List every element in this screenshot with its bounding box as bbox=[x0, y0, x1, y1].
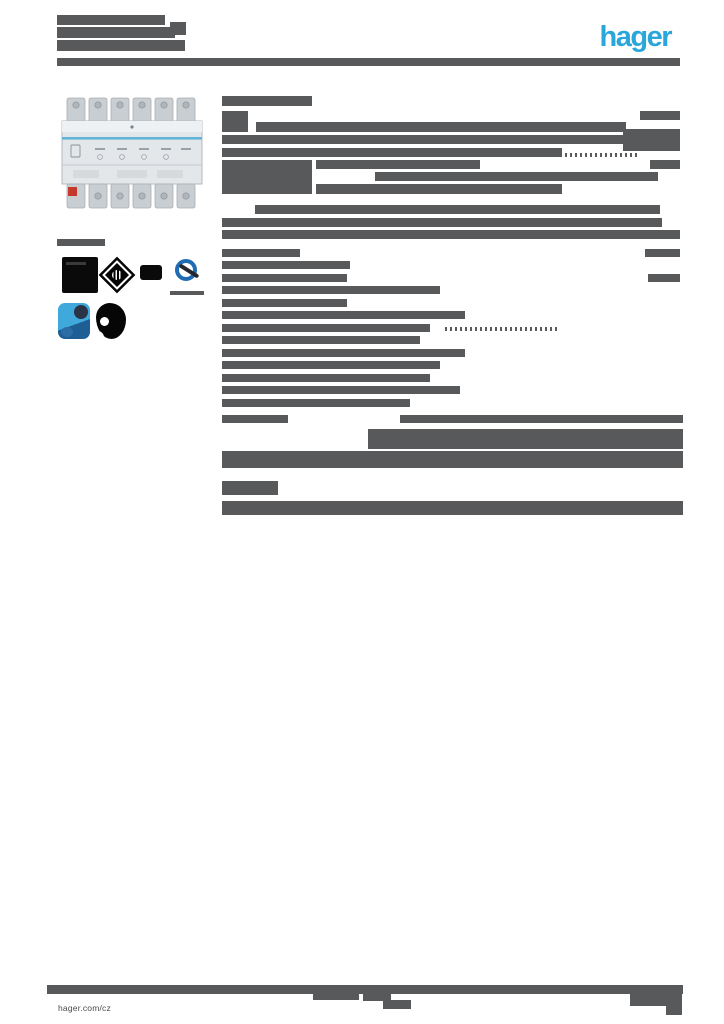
certification-badge-black-square-icon bbox=[62, 257, 98, 293]
redacted-text-bar bbox=[222, 481, 278, 495]
redacted-text-bar bbox=[222, 249, 300, 257]
redacted-text-bar bbox=[645, 249, 680, 257]
redacted-text-bar bbox=[623, 129, 680, 151]
redacted-text-bar bbox=[222, 135, 626, 144]
redacted-text-bar bbox=[222, 415, 288, 423]
redacted-text-bar bbox=[368, 429, 683, 449]
certification-badge-black-crescent-icon bbox=[96, 303, 126, 339]
redacted-text-bar bbox=[222, 374, 430, 382]
redacted-text-bar bbox=[57, 15, 165, 25]
redacted-text-bar bbox=[222, 160, 312, 194]
redacted-text-bar bbox=[316, 184, 562, 194]
certification-badge-diamond-icon bbox=[98, 256, 136, 294]
product-photo bbox=[61, 97, 203, 209]
redacted-text-bar bbox=[170, 291, 204, 295]
redacted-text-bar bbox=[222, 386, 460, 394]
redacted-text-bar bbox=[222, 336, 420, 344]
bottom-terminal-row bbox=[66, 183, 196, 209]
redacted-text-bar bbox=[222, 286, 440, 294]
redacted-text-bar bbox=[222, 299, 347, 307]
redacted-text-bar bbox=[363, 989, 391, 1001]
hager-logo: hager bbox=[599, 21, 673, 53]
redacted-text-bar bbox=[222, 349, 465, 357]
redacted-text-bar bbox=[222, 501, 683, 515]
redacted-text-bar bbox=[256, 122, 626, 132]
redacted-text-bar bbox=[222, 451, 683, 468]
redacted-text-bar bbox=[222, 148, 562, 157]
redacted-text-bar bbox=[255, 205, 660, 214]
redacted-text-bar bbox=[222, 218, 662, 227]
website-link-label: hager.com/cz bbox=[58, 1002, 111, 1013]
redacted-text-bar bbox=[222, 324, 430, 332]
redacted-text-bar bbox=[630, 994, 682, 1006]
redacted-text-bar bbox=[222, 261, 350, 269]
redacted-text-bar bbox=[222, 399, 410, 407]
redacted-text-bar bbox=[222, 361, 440, 369]
redacted-text-bar bbox=[222, 96, 312, 106]
redacted-text-bar bbox=[640, 111, 680, 120]
top-terminal-row bbox=[66, 97, 196, 124]
redacted-text-bar bbox=[316, 160, 480, 169]
redacted-text-bar bbox=[222, 111, 248, 132]
redacted-text-bar bbox=[648, 274, 680, 282]
redacted-text-bar bbox=[375, 172, 658, 181]
redacted-text-bar bbox=[170, 22, 186, 35]
diamond-glyph bbox=[112, 270, 122, 280]
certification-badge-black-pill-icon bbox=[140, 265, 162, 280]
redacted-text-bar bbox=[57, 40, 185, 51]
redacted-text-bar bbox=[222, 311, 465, 319]
redacted-text-bar bbox=[666, 1006, 682, 1015]
redacted-text-bar bbox=[57, 58, 680, 66]
redacted-text-bar bbox=[222, 274, 347, 282]
redacted-text-bar bbox=[57, 27, 175, 38]
q-ring bbox=[175, 259, 197, 281]
redacted-text-bar bbox=[383, 1000, 411, 1009]
redacted-text-bar bbox=[313, 987, 359, 1000]
redacted-text-bar bbox=[565, 153, 640, 157]
redacted-text-bar bbox=[650, 160, 680, 169]
red-latch bbox=[68, 187, 77, 196]
website-link[interactable]: hager.com/cz bbox=[55, 995, 180, 1020]
redacted-text-bar bbox=[57, 239, 105, 246]
redacted-text-bar bbox=[400, 415, 683, 423]
redacted-text-bar bbox=[222, 230, 680, 239]
certification-badge-blue-sphere-icon bbox=[58, 303, 90, 339]
certification-badge-q-approval-icon bbox=[170, 256, 204, 289]
redacted-text-bar bbox=[445, 327, 560, 331]
module-body bbox=[61, 120, 203, 185]
